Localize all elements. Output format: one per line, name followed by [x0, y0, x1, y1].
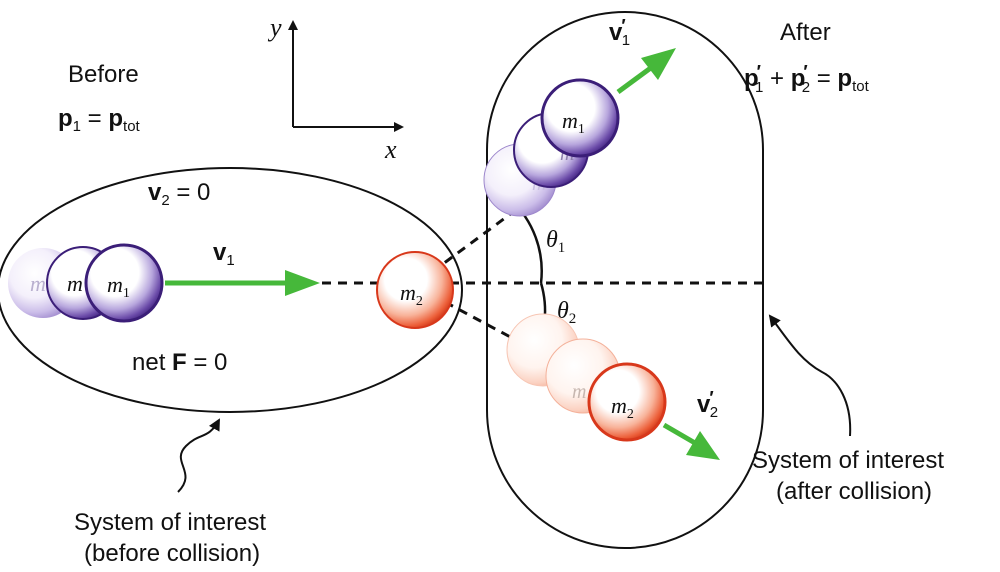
after-caption-pointer — [768, 314, 852, 437]
m1-before-label: m1 — [107, 272, 130, 301]
m1-ball-after — [540, 78, 620, 158]
m2-rest-label: m2 — [400, 280, 423, 309]
v2-prime-label: v′2 — [697, 388, 718, 421]
before-momentum-equation: p1 = ptot — [58, 105, 141, 135]
m2-ball-after — [587, 362, 667, 442]
m1-departure-dashed — [431, 168, 571, 274]
after-system-boundary — [486, 11, 764, 549]
m1-ghost-label-near: m — [67, 271, 83, 296]
theta2-label: θ2 — [557, 298, 576, 327]
before-caption-pointer — [177, 418, 220, 493]
v2-prime-velocity-arrow — [662, 422, 720, 460]
after-caption-line2: (after collision) — [776, 478, 932, 505]
coordinate-axes: y x — [267, 13, 404, 164]
after-title: After — [780, 19, 831, 46]
net-force-label: net F = 0 — [132, 349, 227, 376]
x-axis-label: x — [384, 135, 397, 164]
before-title: Before — [68, 61, 139, 88]
v1-prime-label: v′1 — [609, 16, 630, 49]
m1-ball-before — [84, 243, 164, 323]
y-axis-label: y — [267, 13, 282, 42]
theta1-label: θ1 — [546, 227, 565, 256]
after-caption-line1: System of interest — [752, 447, 944, 474]
v1-velocity-arrow — [165, 270, 320, 296]
m1-after-label: m1 — [562, 108, 585, 137]
v1-label: v1 — [213, 239, 235, 269]
m1-ghost-label-far: m — [30, 271, 46, 296]
m2-after-ghost-label: m — [572, 381, 586, 403]
m1-after-motion-ghosts: m m — [483, 112, 589, 217]
before-caption-line2: (before collision) — [84, 540, 260, 567]
m2-ball-at-rest — [376, 251, 454, 329]
after-momentum-equation: p′1 + p′2 = ptot — [744, 62, 870, 96]
before-system-boundary — [0, 167, 463, 413]
v2-zero-label: v2 = 0 — [148, 179, 210, 209]
m2-after-label: m2 — [611, 393, 634, 422]
before-caption-line1: System of interest — [74, 509, 266, 536]
v1-prime-velocity-arrow — [616, 48, 676, 95]
